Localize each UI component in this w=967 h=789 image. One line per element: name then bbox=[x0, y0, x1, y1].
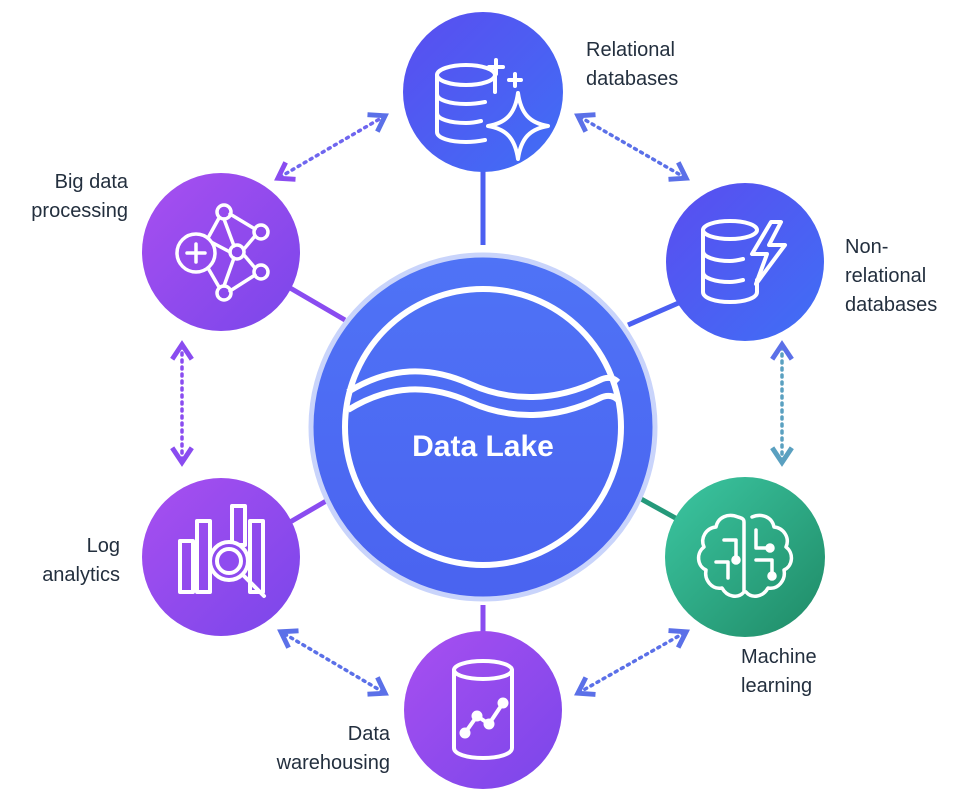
arrow-relational-nonrelational bbox=[574, 112, 690, 182]
node-big-data-processing bbox=[142, 173, 300, 331]
cylinder-chart-icon bbox=[452, 659, 514, 760]
arrow-ml-warehousing bbox=[574, 628, 690, 697]
node-machine-learning bbox=[665, 477, 825, 637]
label-big-data-processing: Big data processing bbox=[31, 171, 128, 222]
network-plus-icon bbox=[175, 203, 270, 302]
lake-wave-bottom bbox=[346, 386, 621, 418]
lake-icon bbox=[342, 286, 624, 568]
label-log-analytics: Log analytics bbox=[42, 535, 120, 586]
label-non-relational-databases: Non- relational databases bbox=[845, 236, 938, 316]
node-data-warehousing bbox=[404, 631, 562, 789]
node-log-analytics bbox=[142, 478, 300, 636]
data-lake-hub: Data Lake bbox=[308, 252, 658, 602]
arrow-bigdata-relational bbox=[274, 112, 389, 182]
hub-title: Data Lake bbox=[412, 430, 554, 463]
lake-wave-top bbox=[346, 368, 621, 400]
node-non-relational-databases bbox=[666, 183, 824, 341]
dotted-arrows bbox=[170, 112, 794, 697]
label-relational-databases: Relational databases bbox=[586, 39, 679, 90]
arrow-warehousing-log bbox=[277, 628, 389, 697]
node-relational-databases bbox=[403, 12, 563, 172]
database-sparkle-icon bbox=[435, 58, 550, 161]
bar-chart-magnifier-icon bbox=[178, 504, 266, 598]
brain-circuit-icon bbox=[696, 513, 794, 598]
database-lightning-icon bbox=[701, 219, 787, 304]
label-machine-learning: Machine learning bbox=[741, 646, 817, 697]
label-data-warehousing: Data warehousing bbox=[276, 723, 390, 774]
connector-bigdata bbox=[283, 282, 347, 323]
